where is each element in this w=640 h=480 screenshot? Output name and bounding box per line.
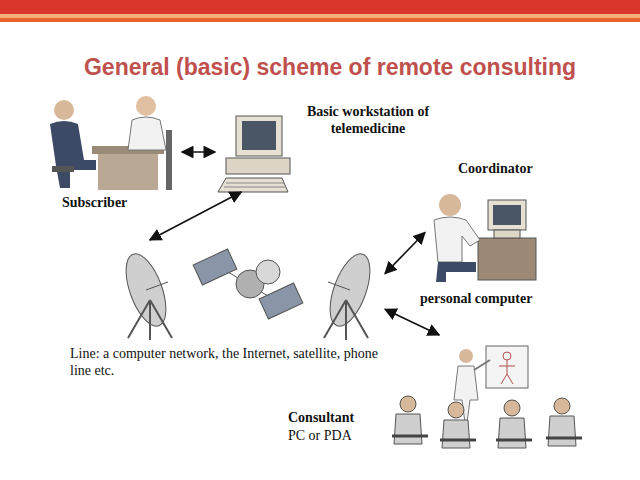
workstation-computer	[218, 116, 290, 192]
node-label: Consultant	[288, 410, 383, 427]
satellite-link	[118, 249, 378, 340]
double-arrow	[182, 151, 215, 153]
coordinator-figure	[434, 194, 536, 282]
node-label: Basic workstation of telemedicine	[293, 104, 443, 138]
figure-node: Line: a computer network, the Internet, …	[105, 240, 385, 345]
node-label: Coordinator	[458, 161, 568, 178]
node-label: Subscriber	[62, 195, 182, 212]
figure-node: Basic workstation of telemedicine	[215, 112, 290, 192]
subscriber-figure	[50, 96, 172, 190]
figure-node: Subscriber	[40, 95, 182, 195]
double-arrow	[385, 233, 425, 274]
node-label: Line: a computer network, the Internet, …	[70, 346, 388, 380]
diagram-title: General (basic) scheme of remote consult…	[20, 54, 640, 81]
node-sublabel: personal computer	[420, 291, 580, 308]
double-arrow	[385, 309, 439, 335]
consultant-figure	[392, 346, 582, 448]
double-arrow	[150, 192, 241, 240]
figure-node: Coordinatorpersonal computer	[425, 183, 530, 282]
node-sublabel: PC or PDA	[288, 428, 383, 445]
figure-node: ConsultantPC or PDA	[390, 335, 595, 452]
